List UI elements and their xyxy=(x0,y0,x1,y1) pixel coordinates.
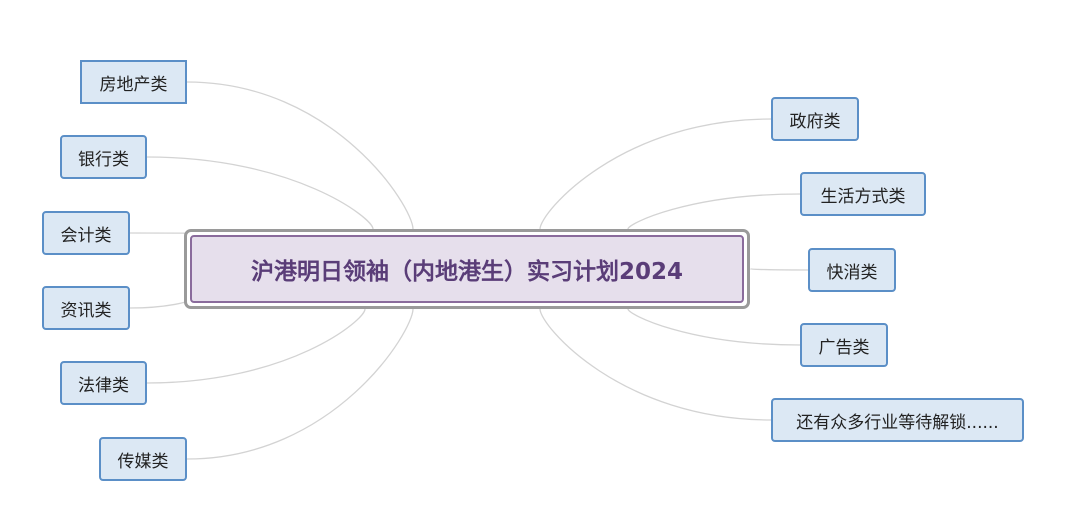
topic-legal[interactable]: 法律类 xyxy=(60,361,147,405)
topic-label: 法律类 xyxy=(78,375,129,396)
topic-label: 房地产类 xyxy=(99,74,168,95)
connector-line xyxy=(539,308,772,421)
topic-media[interactable]: 传媒类 xyxy=(99,437,187,481)
topic-label: 快消类 xyxy=(826,262,878,283)
topic-information[interactable]: 资讯类 xyxy=(42,286,130,330)
connector-line xyxy=(749,268,809,271)
topic-accounting[interactable]: 会计类 xyxy=(42,211,130,255)
topic-label: 政府类 xyxy=(789,111,841,132)
connector-line xyxy=(129,299,191,309)
topic-label: 银行类 xyxy=(78,149,129,170)
topic-label: 广告类 xyxy=(818,337,870,358)
topic-label: 传媒类 xyxy=(117,451,169,472)
connector-line xyxy=(146,156,374,230)
topic-label: 会计类 xyxy=(60,225,112,246)
topic-more-industries[interactable]: 还有众多行业等待解锁...... xyxy=(771,398,1024,442)
central-topic-label: 沪港明日领袖（内地港生）实习计划2024 xyxy=(250,259,683,285)
topic-fmcg[interactable]: 快消类 xyxy=(808,248,896,292)
connector-line xyxy=(146,308,366,384)
topic-government[interactable]: 政府类 xyxy=(771,97,859,141)
topic-advertising[interactable]: 广告类 xyxy=(800,323,888,367)
topic-label: 生活方式类 xyxy=(820,186,906,207)
topic-lifestyle[interactable]: 生活方式类 xyxy=(800,172,926,216)
connector-line xyxy=(186,81,414,230)
connector-line xyxy=(186,308,414,460)
topic-label: 资讯类 xyxy=(60,300,112,321)
topic-banking[interactable]: 银行类 xyxy=(60,135,147,179)
connector-line xyxy=(627,193,801,230)
connector-line xyxy=(539,118,772,230)
central-topic[interactable]: 沪港明日领袖（内地港生）实习计划2024 xyxy=(184,229,750,309)
topic-real-estate[interactable]: 房地产类 xyxy=(80,60,187,104)
central-topic-box: 沪港明日领袖（内地港生）实习计划2024 xyxy=(190,235,744,303)
topic-label: 还有众多行业等待解锁...... xyxy=(796,412,999,433)
connector-line xyxy=(627,308,801,346)
